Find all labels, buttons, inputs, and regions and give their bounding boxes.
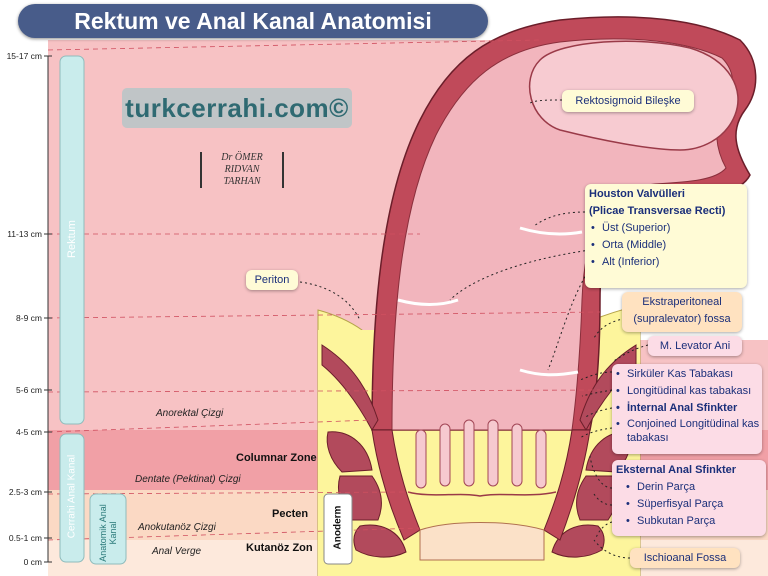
signature-line: RIDVAN	[224, 164, 260, 175]
anal-orifice	[419, 522, 545, 561]
pointer-line	[527, 99, 563, 105]
columnar-zone-label: Columnar Zone	[236, 452, 317, 464]
ischioanal-callout: Ischioanal Fossa	[630, 548, 740, 568]
level-line	[47, 491, 411, 495]
houston-valve-upper	[519, 226, 583, 236]
cerrahi-anal-kanal-label: Cerrahi Anal Kanal	[66, 454, 78, 539]
houston-valve-middle	[397, 298, 459, 306]
cerrahi-pill	[59, 433, 85, 563]
signature-line: TARHAN	[223, 176, 261, 187]
anokutanoz-line-label: Anokutanöz Çizgi	[138, 522, 216, 533]
pecten-label: Pecten	[272, 508, 309, 520]
houston-valve-lower	[519, 368, 579, 377]
anal-verge-label: Anal Verge	[152, 546, 202, 557]
periton-callout: Periton	[246, 270, 298, 290]
y-tick-label: 5-6 cm	[16, 385, 42, 395]
houston-list: Üst (Superior) Orta (Middle) Alt (Inferi…	[589, 220, 743, 271]
y-tick-label: 0.5-1 cm	[8, 533, 42, 543]
page-title: Rektum ve Anal Kanal Anatomisi	[18, 4, 488, 38]
watermark: turkcerrahi.com©	[122, 88, 352, 128]
houston-callout: Houston Valvülleri (Plicae Transversae R…	[585, 184, 747, 288]
pointer-line	[593, 493, 613, 506]
ekstraperitoneal-line: Ekstraperitoneal	[642, 296, 722, 308]
eksternal-list: Derin Parça Süperfisyal Parça Subkutan P…	[616, 479, 762, 530]
list-item: Alt (Inferior)	[589, 254, 743, 271]
ekstraperitoneal-callout: Ekstraperitoneal (supralevator) fossa	[622, 292, 742, 332]
y-tick-label: 2.5-3 cm	[8, 487, 42, 497]
pointer-line	[581, 389, 613, 397]
y-tick-label: 0 cm	[23, 557, 42, 567]
anal-column	[535, 429, 547, 489]
kutanoz-zon-label: Kutanöz Zon	[246, 542, 313, 554]
list-item: Üst (Superior)	[589, 220, 743, 237]
list-item: Süperfisyal Parça	[624, 496, 762, 513]
muscle-layers-callout: Sirküler Kas Tabakası Longitüdinal kas t…	[612, 364, 762, 454]
y-tick-label: 15-17 cm	[6, 51, 42, 61]
y-tick-label: 4-5 cm	[16, 427, 42, 437]
pointer-line	[583, 407, 613, 419]
pointer-line	[579, 427, 613, 439]
anal-column	[511, 423, 523, 487]
rektosigmoid-callout: Rektosigmoid Bileşke	[562, 90, 694, 112]
pointer-line	[533, 211, 586, 227]
list-item: Subkutan Parça	[624, 513, 762, 530]
list-item: Sirküler Kas Tabakası	[614, 366, 760, 383]
anorektal-line-label: Anorektal Çizgi	[156, 408, 224, 419]
level-line	[47, 39, 541, 51]
houston-title: Houston Valvülleri	[589, 188, 685, 200]
list-item: İnternal Anal Sfinkter	[614, 400, 760, 417]
dentate-line-curve	[407, 491, 557, 497]
eksternal-title: Eksternal Anal Sfinkter	[616, 464, 737, 476]
level-line	[47, 419, 373, 433]
anal-column	[415, 429, 427, 489]
anal-column	[463, 419, 475, 487]
anoderm-pill	[323, 493, 353, 565]
level-line	[47, 389, 601, 393]
dentate-line-label: Dentate (Pektinat) Çizgi	[135, 474, 241, 485]
list-item: Conjoined Longitüdinal kas tabakası	[614, 417, 760, 445]
ekstraperitoneal-line: (supralevator) fossa	[633, 313, 731, 325]
y-tick-label: 8-9 cm	[16, 313, 42, 323]
anoderm-label: Anoderm	[332, 505, 344, 550]
anatomik-anal-kanal-label: Anatomik Anal Kanal	[98, 504, 118, 562]
pointer-line	[579, 371, 613, 381]
list-item: Longitüdinal kas tabakası	[614, 383, 760, 400]
anal-columns	[415, 419, 547, 489]
list-item: Orta (Middle)	[589, 237, 743, 254]
y-tick-label: 11-13 cm	[7, 229, 42, 239]
signature-line: Dr ÖMER	[221, 152, 263, 163]
anal-column	[487, 419, 499, 487]
levator-ani-callout: M. Levator Ani	[648, 336, 742, 356]
rektum-label: Rektum	[66, 220, 78, 258]
external-sphincter-deep-left	[326, 431, 373, 473]
pointer-line	[595, 521, 613, 539]
anal-column	[439, 423, 451, 487]
y-axis-ticks	[44, 55, 52, 563]
author-signature: Dr ÖMER RIDVAN TARHAN	[200, 152, 284, 188]
muscle-layers-list: Sirküler Kas Tabakası Longitüdinal kas t…	[614, 366, 760, 445]
rektum-pill	[59, 55, 85, 425]
level-line	[47, 527, 421, 541]
external-sphincter-subcutaneous-left	[353, 524, 407, 558]
list-item: Derin Parça	[624, 479, 762, 496]
external-sphincter-subcutaneous-right	[551, 524, 605, 558]
pointer-line	[449, 249, 591, 301]
level-line	[47, 311, 601, 319]
houston-subtitle: (Plicae Transversae Recti)	[589, 205, 726, 217]
anatomik-pill	[89, 493, 127, 565]
eksternal-sfinkter-callout: Eksternal Anal Sfinkter Derin Parça Süpe…	[612, 460, 766, 536]
